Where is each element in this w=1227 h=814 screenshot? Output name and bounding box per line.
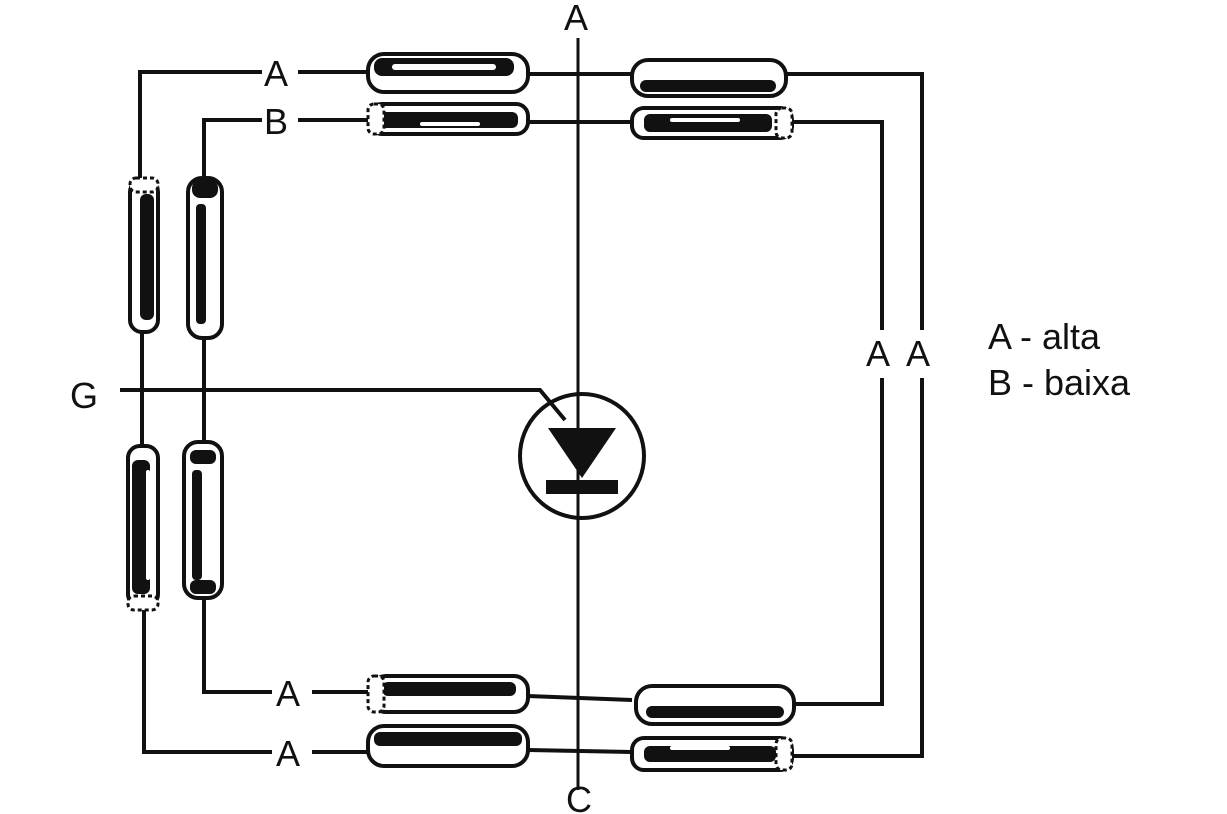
bottom-inner-link	[527, 694, 633, 702]
tube-top-right-outer	[630, 58, 788, 98]
tube-bottom-left-inner	[366, 674, 530, 714]
label-top-outer-a: A	[264, 53, 288, 94]
tube-top-left-inner	[366, 102, 530, 136]
bottom-right-outer-wire	[792, 378, 924, 758]
thyristor-symbol	[518, 392, 646, 520]
top-left-outer-wire	[138, 70, 262, 185]
label-top-inner-b: B	[264, 101, 288, 142]
tube-bottom-left-outer	[366, 724, 530, 768]
top-right-outer-wire	[782, 72, 924, 330]
legend: A - alta B - baixa	[988, 314, 1130, 406]
legend-item-alta: A - alta	[988, 316, 1101, 357]
gate-lead-wire	[120, 388, 567, 422]
legend-item-baixa: B - baixa	[988, 362, 1131, 403]
thyristor-triangle	[548, 428, 616, 478]
tube-left-outer-upper	[128, 176, 160, 334]
label-bottom-inner-a: A	[276, 673, 300, 714]
tube-left-outer-lower	[126, 444, 160, 612]
bottom-outer-link	[527, 748, 633, 754]
bottom-left-inner-wire	[202, 595, 272, 694]
label-top-a: A	[564, 0, 588, 38]
bottom-left-outer-wire	[142, 606, 272, 754]
bottom-right-inner-wire	[792, 378, 884, 706]
top-left-inner-wire	[202, 118, 262, 180]
label-right-outer-a: A	[906, 333, 930, 374]
label-gate-g: G	[70, 375, 98, 416]
tube-bottom-right-outer	[630, 736, 794, 772]
label-bottom-c: C	[566, 779, 592, 814]
thyristor-bar	[546, 480, 618, 494]
label-right-inner-a: A	[866, 333, 890, 374]
tube-left-inner-lower	[182, 440, 224, 600]
tube-left-inner-upper	[186, 176, 224, 340]
label-bottom-outer-a: A	[276, 733, 300, 774]
tube-bottom-right-inner	[634, 684, 796, 726]
tube-top-right-inner	[630, 106, 794, 140]
thyristor-circle	[518, 392, 646, 520]
tube-top-left-outer	[366, 52, 530, 94]
top-right-inner-wire	[792, 120, 884, 330]
